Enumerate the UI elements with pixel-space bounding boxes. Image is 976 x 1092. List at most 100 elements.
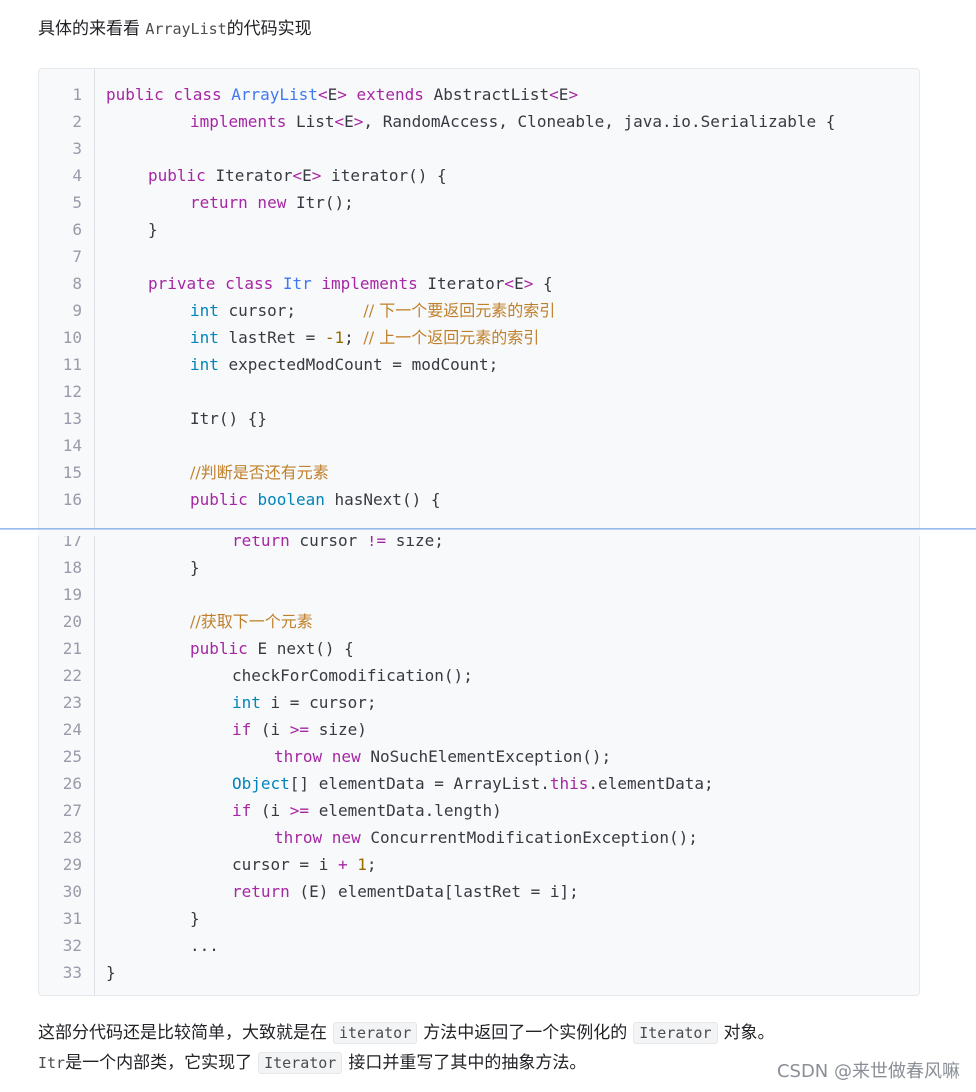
- code-token-keyword: public: [190, 490, 258, 509]
- line-number: 3: [72, 139, 82, 158]
- code-token-type: int: [232, 693, 261, 712]
- code-token-classname: Itr: [282, 274, 312, 293]
- code-token-keyword: public class: [106, 85, 232, 104]
- code-line: if (i >= size): [232, 716, 367, 743]
- code-token-plain: E: [302, 166, 312, 185]
- code-token-plain: [348, 855, 358, 874]
- line-number: 8: [72, 274, 82, 293]
- line-number: 27: [62, 801, 82, 820]
- code-token-keyword: implements: [311, 274, 428, 293]
- line-number: 5: [72, 193, 82, 212]
- line-number: 30: [62, 882, 82, 901]
- line-number: 2: [72, 112, 82, 131]
- code-token-comment: // 上一个返回元素的索引: [363, 328, 540, 347]
- code-token-keyword: implements: [190, 112, 296, 131]
- code-line: //判断是否还有元素: [190, 459, 329, 486]
- code-token-operator: +: [337, 855, 348, 874]
- code-token-keyword: throw new: [274, 828, 371, 847]
- line-number: 12: [62, 382, 82, 401]
- code-line: Object[] elementData = ArrayList.this.el…: [232, 770, 714, 797]
- code-token-plain: }: [148, 220, 158, 239]
- line-number: 1: [72, 85, 82, 104]
- line-number: 15: [62, 463, 82, 482]
- inline-code-itr: Itr: [38, 1054, 66, 1072]
- line-number: 4: [72, 166, 82, 185]
- code-token-plain: (E) elementData[lastRet = i];: [289, 882, 579, 901]
- code-token-comment: //判断是否还有元素: [190, 463, 329, 482]
- code-line: throw new NoSuchElementException();: [274, 743, 611, 770]
- code-line: if (i >= elementData.length): [232, 797, 502, 824]
- code-token-plain: Iterator: [215, 166, 293, 185]
- line-number: 6: [72, 220, 82, 239]
- code-token-comment: //获取下一个元素: [190, 612, 313, 631]
- line-number: 31: [62, 909, 82, 928]
- code-token-type: int: [190, 355, 219, 374]
- code-token-keyword: this: [549, 774, 589, 793]
- code-line: int cursor; // 下一个要返回元素的索引: [190, 297, 555, 324]
- code-line: checkForComodification();: [232, 662, 473, 689]
- code-token-operator: >: [311, 166, 322, 185]
- code-token-plain: expectedModCount = modCount;: [218, 355, 499, 374]
- code-line: private class Itr implements Iterator<E>…: [148, 270, 553, 297]
- line-number: 9: [72, 301, 82, 320]
- intro-inline-code: ArrayList: [145, 20, 227, 38]
- code-token-operator: <: [292, 166, 303, 185]
- code-token-type: int: [190, 328, 219, 347]
- code-line: Itr() {}: [190, 405, 267, 432]
- code-token-plain: cursor;: [218, 301, 364, 320]
- code-token-keyword: if: [232, 720, 252, 739]
- code-line: int lastRet = -1; // 上一个返回元素的索引: [190, 324, 539, 351]
- intro-text-after: 的代码实现: [226, 19, 312, 39]
- code-token-operator: >=: [289, 720, 310, 739]
- line-number: 29: [62, 855, 82, 874]
- code-token-keyword: extends: [346, 85, 434, 104]
- code-line: implements List<E>, RandomAccess, Clonea…: [190, 108, 835, 135]
- code-token-keyword: if: [232, 801, 252, 820]
- code-token-plain: iterator() {: [321, 166, 447, 185]
- line-number: 23: [62, 693, 82, 712]
- code-token-plain: i = cursor;: [260, 693, 377, 712]
- code-token-plain: Iterator: [427, 274, 505, 293]
- code-token-type: Object: [232, 774, 290, 793]
- code-token-plain: [] elementData = ArrayList.: [289, 774, 550, 793]
- inline-code-iterator-class: Iterator: [633, 1022, 718, 1044]
- code-token-plain: (i: [251, 720, 290, 739]
- line-number: 16: [62, 490, 82, 509]
- code-token-operator: >: [337, 85, 347, 104]
- code-line: public boolean hasNext() {: [190, 486, 440, 513]
- code-line: }: [106, 959, 116, 986]
- code-token-keyword: private class: [148, 274, 283, 293]
- line-number: 13: [62, 409, 82, 428]
- code-token-plain: Itr();: [295, 193, 354, 212]
- line-number: 32: [62, 936, 82, 955]
- code-token-plain: E next() {: [257, 639, 354, 658]
- code-token-operator: <: [504, 274, 515, 293]
- code-token-operator: >: [523, 274, 534, 293]
- code-token-plain: {: [533, 274, 553, 293]
- outro-text-1: 这部分代码还是比较简单，大致就是在: [38, 1023, 327, 1043]
- code-token-plain: E: [558, 85, 569, 104]
- code-token-keyword: return: [232, 882, 290, 901]
- outro-text-2: 方法中返回了一个实例化的: [423, 1023, 628, 1043]
- code-token-plain: .elementData;: [588, 774, 714, 793]
- code-line: int i = cursor;: [232, 689, 377, 716]
- inline-code-iterator: iterator: [333, 1022, 418, 1044]
- code-token-plain: }: [190, 558, 200, 577]
- code-token-plain: lastRet =: [218, 328, 325, 347]
- code-line: public class ArrayList<E> extends Abstra…: [106, 81, 578, 108]
- code-line: ...: [190, 932, 219, 959]
- line-number: 26: [62, 774, 82, 793]
- line-number: 14: [62, 436, 82, 455]
- line-number: 28: [62, 828, 82, 847]
- code-token-operator: >: [353, 112, 364, 131]
- code-token-plain: E: [514, 274, 524, 293]
- code-token-plain: cursor = i: [232, 855, 338, 874]
- code-token-plain: List: [295, 112, 335, 131]
- outro-text-5: 接口并重写了其中的抽象方法。: [348, 1053, 587, 1073]
- code-token-operator: <: [549, 85, 559, 104]
- outro-text-3: 对象。: [723, 1023, 775, 1043]
- code-token-type: int: [190, 301, 219, 320]
- code-token-type: boolean: [257, 490, 325, 509]
